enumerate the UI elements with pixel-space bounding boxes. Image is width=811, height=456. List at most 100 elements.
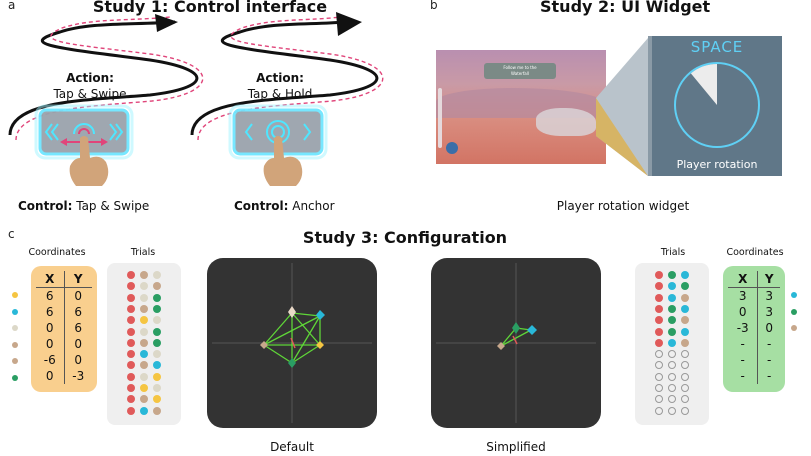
left-control-value: Tap & Swipe [76,199,150,213]
right-trial-dot [655,293,663,302]
default-marker-green [288,358,296,368]
left-trial-dot [127,361,135,370]
left-x-3: 0 [36,336,65,352]
right-trial-dot [681,271,689,279]
left-trial-dot [140,350,148,359]
default-marker-yellow [316,341,324,349]
right-trial-dot [655,338,663,347]
left-trial-dot [127,327,135,336]
left-trial-dot [140,406,148,415]
right-trial-dot [655,395,663,404]
right-trial-dot [655,316,663,325]
right-trial-dot [681,304,689,313]
left-trial-dot [153,327,161,336]
default-marker-cyan [316,310,325,320]
left-trial-dot [153,361,161,370]
left-trial-dot [140,372,148,381]
left-control-label: Control: Tap & Swipe [18,199,149,213]
right-legend-dots [791,292,801,392]
right-trial-dot [668,282,676,291]
left-trial-dot [127,372,135,381]
left-trial-dot [153,293,161,302]
left-trials-heading: Trials [130,247,156,258]
left-trial-dot [153,304,161,313]
right-trial-dot [681,372,689,381]
right-control-value: Anchor [292,199,335,213]
right-trial-dot [655,350,663,359]
left-legend-dot [12,341,18,348]
right-trial-dot [681,406,689,415]
right-x-0: 3 [728,287,759,304]
left-legend-dots [12,292,22,392]
left-trial-dot [127,338,135,347]
right-y-3: - [767,337,772,351]
left-trial-dot [153,338,161,347]
right-y-5: - [767,369,772,383]
right-trial-dot [668,406,676,415]
right-trial-dot [668,271,676,279]
right-trial-dot [655,327,663,336]
right-trial-dot [655,361,663,370]
right-x-2: -3 [728,320,759,336]
left-trial-dot [153,282,161,291]
left-x-1: 6 [36,304,65,320]
right-x-3: - [728,336,759,352]
left-trial-dot [140,384,148,392]
left-trial-dot [153,406,161,415]
right-control-key: Control: [234,199,289,213]
left-trial-dot [153,395,161,404]
left-action-title: Action: [66,71,114,85]
right-trial-dot [681,282,689,291]
right-trial-dot [681,316,689,325]
right-trial-dot [681,361,689,370]
left-y-3: 0 [74,337,83,351]
rotation-wedge [690,64,717,105]
left-x-2: 0 [36,320,65,336]
right-trial-dot [655,282,663,291]
panel-b-letter: b [430,0,438,12]
left-legend-dot [12,325,18,331]
right-trial-dot [655,372,663,381]
simplified-marker-cyan [527,325,537,335]
left-legend-dot [12,308,18,315]
left-x-0: 6 [36,287,65,304]
left-trial-dot [127,304,135,313]
right-trial-dot [655,271,663,279]
widget-title: SPACE [690,38,744,56]
default-config-panel [207,258,377,428]
panel-c-letter: c [8,227,15,241]
left-trial-dot [140,271,148,279]
study1-title: Study 1: Control interface [92,0,328,16]
right-trial-dot [681,350,689,359]
left-trial-dot [153,316,161,325]
right-trial-dot [681,384,689,392]
game-screenshot: Follow me to the Waterfall [436,50,606,164]
left-legend-dot [12,374,18,381]
right-trial-dot [655,304,663,313]
right-trial-dot [655,406,663,415]
right-trial-dot [668,361,676,370]
left-legend-dot [12,358,18,364]
left-trial-dot [127,316,135,325]
left-trial-dot [127,271,135,279]
right-col-x: X [728,271,759,288]
left-trial-dot [127,293,135,302]
right-trial-dot [668,395,676,404]
left-legend-dot [12,292,18,298]
left-y-5: -3 [72,369,85,383]
left-trial-dot [140,282,148,291]
left-trial-dot [127,406,135,415]
zoom-connector [596,38,648,176]
left-trial-dot [140,327,148,336]
left-y-4: 0 [74,353,83,367]
left-trial-dot [127,384,135,392]
left-trial-dot [127,395,135,404]
right-trial-dot [668,372,676,381]
right-col-y: Y [757,271,780,288]
default-config-graph [212,263,372,423]
right-x-1: 0 [728,304,759,320]
left-action-label: Action: Tap & Swipe [40,70,140,102]
right-trial-dot [668,350,676,359]
